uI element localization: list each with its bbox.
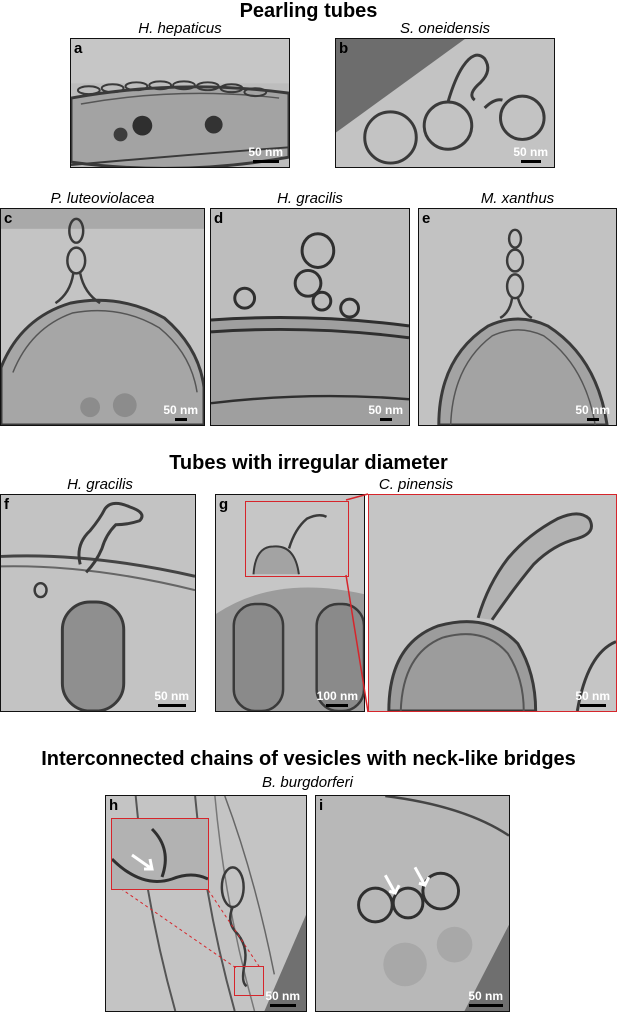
section-title-pearling: Pearling tubes <box>239 0 378 22</box>
micrograph-b-image <box>336 39 554 167</box>
panel-label-d: d <box>214 210 224 227</box>
panel-label-h: h <box>109 797 119 814</box>
species-label-b: S. oneidensis <box>399 20 491 37</box>
scale-bar-text-a: 50 nm <box>248 145 283 159</box>
micrograph-f-image <box>1 495 195 711</box>
micrograph-panel-e: e 50 nm <box>418 208 617 426</box>
micrograph-a-image <box>71 39 289 167</box>
micrograph-i-image <box>316 796 509 1011</box>
scale-bar-text-d: 50 nm <box>368 403 403 417</box>
micrograph-panel-h: h 50 nm <box>105 795 307 1012</box>
micrograph-g-image <box>216 495 364 711</box>
panel-label-c: c <box>4 210 13 227</box>
panel-label-e: e <box>422 210 431 227</box>
micrograph-panel-d: d 50 nm <box>210 208 410 426</box>
zoom-region-box-g <box>245 501 349 577</box>
section-title-irregular: Tubes with irregular diameter <box>169 452 448 474</box>
micrograph-panel-g: g 100 nm <box>215 494 365 712</box>
micrograph-panel-f: f 50 nm <box>0 494 196 712</box>
scale-bar-text-g-zoom: 50 nm <box>575 689 610 703</box>
species-label-a: H. hepaticus <box>138 20 222 37</box>
scale-bar-text-f: 50 nm <box>154 689 189 703</box>
scale-bar-a: 50 nm <box>248 146 283 163</box>
panel-label-f: f <box>4 496 9 513</box>
scale-bar-i: 50 nm <box>468 990 503 1007</box>
micrograph-d-image <box>211 209 409 425</box>
species-label-g: C. pinensis <box>378 476 454 493</box>
species-label-d: H. gracilis <box>277 190 343 207</box>
section-title-chains: Interconnected chains of vesicles with n… <box>41 748 576 770</box>
scale-bar-h: 50 nm <box>265 990 300 1007</box>
micrograph-e-image <box>419 209 616 425</box>
scale-bar-d: 50 nm <box>368 404 403 421</box>
micrograph-panel-c: c 50 nm <box>0 208 205 426</box>
scale-bar-c: 50 nm <box>163 404 198 421</box>
scale-bar-text-h: 50 nm <box>265 989 300 1003</box>
scale-bar-text-b: 50 nm <box>513 145 548 159</box>
panel-label-g: g <box>219 496 229 513</box>
micrograph-panel-i: i 50 nm <box>315 795 510 1012</box>
species-label-e: M. xanthus <box>480 190 555 207</box>
species-label-c: P. luteoviolacea <box>50 190 155 207</box>
micrograph-panel-a: a 50 nm <box>70 38 290 168</box>
inset-h-image <box>112 827 208 883</box>
inset-h-magnified <box>111 818 209 890</box>
scale-bar-e: 50 nm <box>575 404 610 421</box>
scale-bar-f: 50 nm <box>154 690 189 707</box>
scale-bar-text-c: 50 nm <box>163 403 198 417</box>
scale-bar-b: 50 nm <box>513 146 548 163</box>
panel-label-b: b <box>339 40 349 57</box>
scale-bar-text-g: 100 nm <box>316 689 358 703</box>
species-label-f: H. gracilis <box>67 476 133 493</box>
micrograph-panel-g-zoom: 50 nm <box>368 494 617 712</box>
panel-label-a: a <box>74 40 83 57</box>
micrograph-g-zoom-image <box>369 495 616 711</box>
species-label-hi: B. burgdorferi <box>262 774 353 791</box>
micrograph-c-image <box>1 209 204 425</box>
scale-bar-text-e: 50 nm <box>575 403 610 417</box>
micrograph-panel-b: b 50 nm <box>335 38 555 168</box>
scale-bar-text-i: 50 nm <box>468 989 503 1003</box>
panel-label-i: i <box>319 797 324 814</box>
scale-bar-g: 100 nm <box>317 690 358 707</box>
scale-bar-g-zoom: 50 nm <box>575 690 610 707</box>
zoom-region-box-h <box>234 966 264 996</box>
